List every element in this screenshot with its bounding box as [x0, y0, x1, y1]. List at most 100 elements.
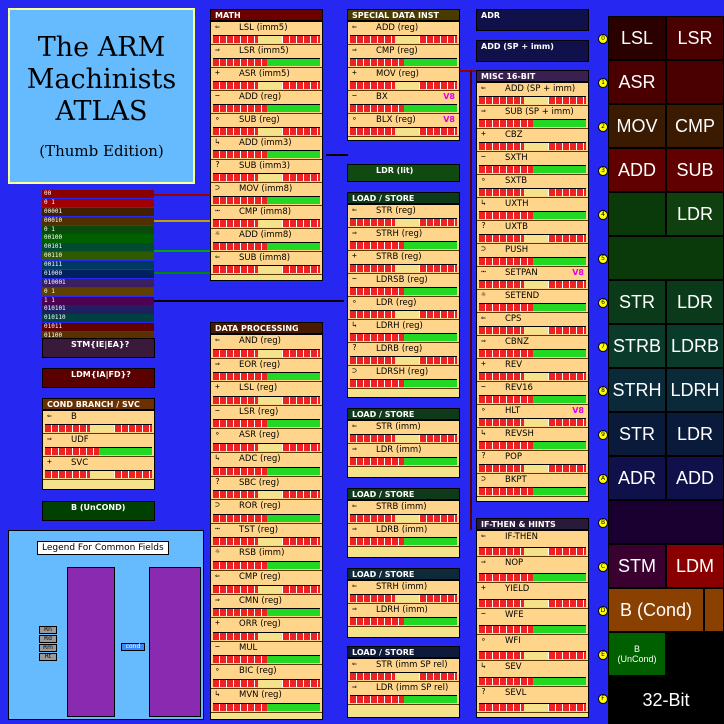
instruction-icon: ⋯	[481, 267, 486, 276]
encoding-field	[523, 547, 549, 555]
ifthen-row: ?SEVL	[477, 687, 588, 713]
ls1-row: ?LDRB (reg)	[348, 343, 459, 366]
encoding-field	[266, 58, 320, 66]
instruction-icon: ↳	[481, 198, 486, 207]
encoding-field	[266, 196, 320, 204]
opcode-map-cell: LDRH	[666, 368, 724, 412]
instruction-label: LDR (imm SP rel)	[376, 683, 449, 693]
instruction-icon: ∘	[481, 635, 486, 644]
encoding-field	[394, 264, 420, 272]
instruction-label: SBC (reg)	[239, 477, 280, 488]
misc-header: MISC 16-BIT	[477, 71, 588, 83]
dp-header: DATA PROCESSING	[211, 323, 322, 335]
encoding-field	[257, 265, 283, 273]
instruction-label: CMP (reg)	[239, 571, 281, 582]
instruction-label: SXTB	[505, 176, 528, 186]
instruction-label: NOP	[505, 558, 524, 568]
instruction-label: LDR (reg)	[376, 298, 417, 308]
misc-row: ⊃BKPT	[477, 474, 588, 497]
opcode-map-subcell	[666, 60, 724, 104]
instruction-label: BX	[376, 92, 388, 102]
instruction-icon: ⇐	[215, 335, 220, 344]
ls1-row: ⇒STRH (reg)	[348, 228, 459, 251]
ls4-row: ⇒ LDRH (imm)	[348, 604, 459, 627]
encoding-field	[532, 625, 586, 633]
instruction-icon: ⇒	[215, 45, 220, 54]
data-processing-panel: DATA PROCESSING ⇐AND (reg)⇒EOR (reg)+LSL…	[210, 322, 323, 720]
hex-index-badge: 3	[598, 166, 608, 176]
ifthen-row: +YIELD	[477, 583, 588, 609]
instruction-icon: ∘	[215, 429, 220, 439]
wire	[326, 154, 348, 156]
instruction-icon: ⊃	[481, 244, 486, 253]
instruction-label: LDRSH (reg)	[376, 367, 429, 377]
ldm-label: LDM{IA|FD}?	[43, 369, 154, 381]
instruction-label: CPS	[505, 314, 522, 324]
ldr-lit-label: LDR (lit)	[348, 165, 459, 177]
instruction-icon: ⇒	[352, 444, 357, 453]
instruction-label: MOV (reg)	[376, 69, 419, 79]
atlas-title-card: The ARM Machinists ATLAS (Thumb Edition)	[8, 8, 195, 184]
dp-row: ↳MVN (reg)	[211, 688, 322, 713]
opcode-map-cell: LDR	[666, 192, 724, 236]
instruction-label: SVC	[71, 458, 89, 468]
encoding-field	[532, 677, 586, 685]
instruction-label: LDRH (imm)	[376, 605, 428, 615]
title-subtitle: (Thumb Edition)	[39, 142, 164, 160]
legend-rm: Rm	[39, 644, 57, 652]
legend-rn: Rn	[39, 626, 57, 634]
misc-panel: MISC 16-BIT ⇐ADD (SP + imm)⇒SUB (SP + im…	[476, 70, 589, 502]
instruction-label: HLT	[505, 406, 521, 416]
ldr-lit-panel: LDR (lit)	[347, 164, 460, 182]
opcode-prefix: 01100	[42, 332, 154, 341]
instruction-label: MVN (reg)	[239, 689, 282, 700]
instruction-label: STRH (imm)	[376, 582, 428, 592]
opcode-prefix: 01000	[42, 269, 154, 279]
opcode-map-cell: LDM	[666, 544, 724, 588]
encoding-field	[394, 127, 420, 135]
instruction-icon: ⇐	[352, 659, 357, 668]
encoding-field	[523, 651, 549, 659]
instruction-label: SUB (imm8)	[239, 253, 291, 263]
stm-panel: STM{IE|EA}?	[42, 338, 155, 358]
hex-index-badge: D	[598, 606, 608, 616]
instruction-icon: ⇒	[352, 604, 357, 613]
instruction-icon: −	[215, 91, 220, 100]
instruction-label: STRB (imm)	[376, 502, 427, 512]
instruction-label: SUB (reg)	[239, 115, 280, 125]
instruction-icon: ⇐	[215, 570, 220, 580]
instruction-icon: ∘	[481, 175, 486, 184]
opcode-prefix: 00010	[42, 216, 154, 225]
instruction-icon: ⇐	[481, 313, 486, 322]
instruction-label: ROR (reg)	[239, 501, 281, 512]
wire	[460, 70, 478, 72]
instruction-label: POP	[505, 452, 522, 462]
encoding-field	[403, 617, 457, 625]
dp-row: +ORR (reg)	[211, 618, 322, 642]
instruction-label: UDF	[71, 435, 89, 445]
encoding-field	[394, 434, 420, 442]
dp-row: ∘BIC (reg)	[211, 665, 322, 689]
instruction-icon: ⇒	[481, 106, 486, 115]
instruction-icon: ?	[481, 687, 486, 696]
opcode-prefix: 00001	[42, 207, 154, 216]
instruction-label: CBZ	[505, 130, 523, 140]
misc-row: ?UXTB	[477, 221, 588, 244]
instruction-label: SXTH	[505, 153, 528, 163]
opcode-map-cell: STR	[608, 412, 666, 456]
ls5-row: ⇐STR (imm SP rel)	[348, 659, 459, 682]
special-header: SPECIAL DATA INST	[348, 10, 459, 22]
instruction-icon: −	[352, 91, 357, 100]
load-store-byte-panel: LOAD / STORE ⇐STRB (imm)⇒LDRB (imm)	[347, 488, 460, 558]
opcode-map-cell: LSR	[666, 16, 724, 60]
instruction-label: EOR (reg)	[239, 359, 281, 370]
misc-row: +CBZ	[477, 129, 588, 152]
math-panel: MATH ⇐LSL (imm5)⇒LSR (imm5)+ASR (imm5)−A…	[210, 9, 323, 281]
special-row: ⇐ADD (reg)	[348, 22, 459, 45]
encoding-field	[523, 188, 549, 196]
encoding-field	[394, 218, 420, 226]
opcode-prefix: 1 1	[42, 296, 154, 305]
instruction-label: CMP (imm8)	[239, 207, 292, 217]
math-row: +ASR (imm5)	[211, 68, 322, 91]
